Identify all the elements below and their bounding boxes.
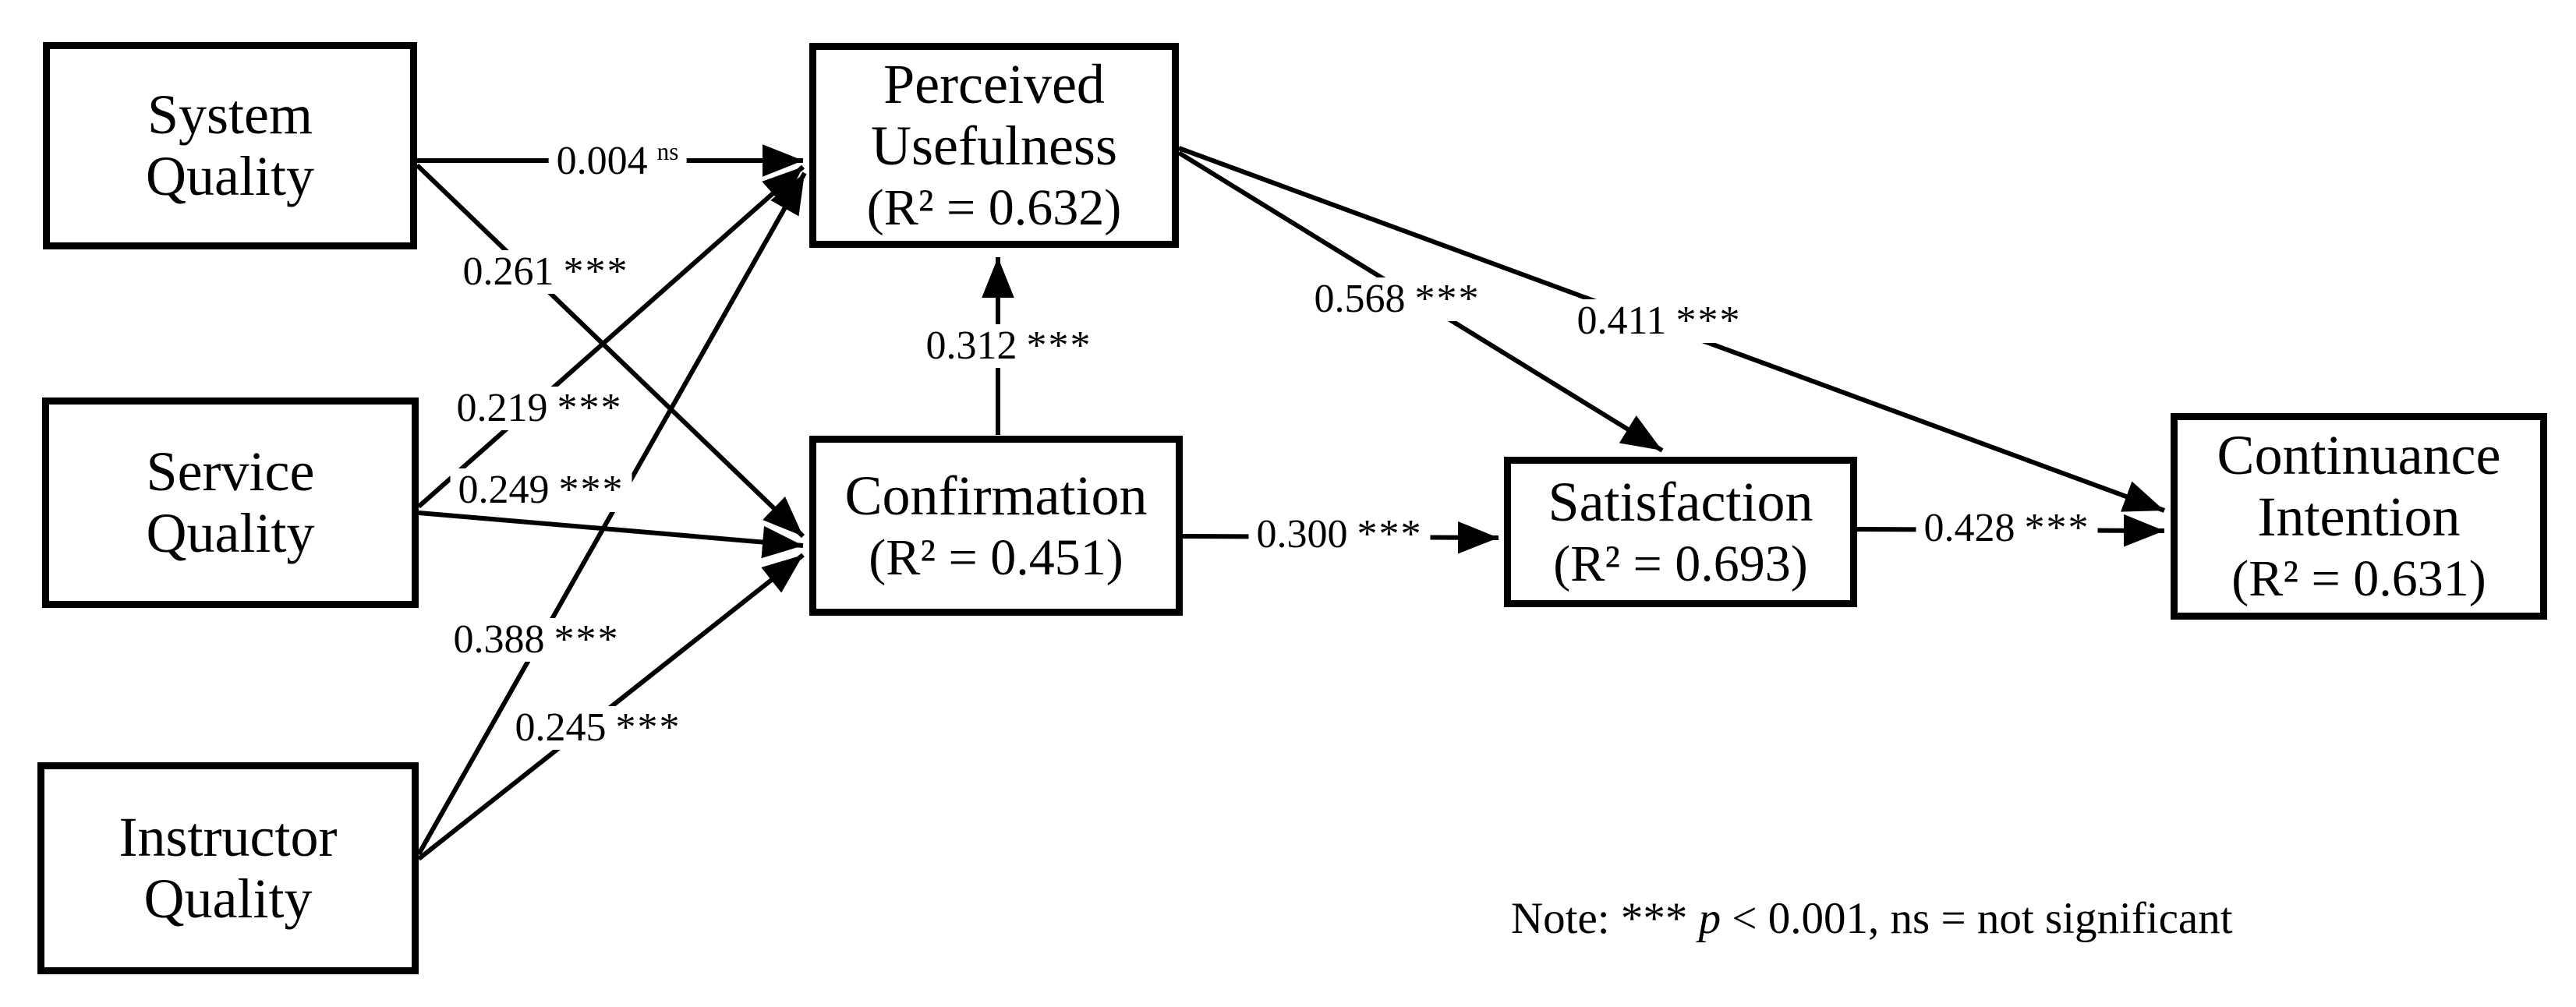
node-label: Quality	[143, 867, 313, 930]
node-system-quality: System Quality	[43, 42, 417, 249]
coefficient-value: 0.004	[556, 139, 648, 184]
node-confirmation: Confirmation (R² = 0.451)	[809, 436, 1183, 616]
node-label: Perceived	[883, 53, 1105, 116]
note-p-symbol: p	[1698, 894, 1721, 943]
edge-label-instructor-quality-to-confirmation: 0.245***	[507, 705, 689, 750]
edge-label-service-quality-to-confirmation: 0.249***	[450, 468, 632, 512]
edge-line-system-quality-to-confirmation	[415, 163, 805, 539]
significance-marker: ***	[554, 617, 620, 662]
node-label: Continuance	[2217, 424, 2501, 487]
significance-marker: ***	[1675, 299, 1742, 343]
edge-label-service-quality-to-perceived-usefulness: 0.219***	[448, 386, 631, 430]
significance-marker: ***	[615, 705, 681, 750]
node-label: Quality	[146, 502, 315, 564]
node-r2: (R² = 0.632)	[866, 179, 1122, 237]
coefficient-value: 0.261	[462, 249, 554, 294]
node-satisfaction: Satisfaction (R² = 0.693)	[1504, 457, 1857, 607]
coefficient-value: 0.249	[458, 468, 550, 512]
significance-marker: ***	[557, 386, 623, 430]
edge-label-satisfaction-to-continuance-intention: 0.428***	[1916, 507, 2098, 550]
significance-marker: ***	[1357, 512, 1423, 556]
node-service-quality: Service Quality	[42, 398, 419, 608]
node-r2: (R² = 0.693)	[1553, 535, 1808, 592]
node-r2: (R² = 0.451)	[869, 528, 1123, 586]
significance-marker: ***	[2024, 506, 2090, 550]
node-label: Intention	[2257, 486, 2461, 549]
note-suffix: < 0.001, ns = not significant	[1721, 894, 2233, 943]
edge-line-instructor-quality-to-perceived-usefulness	[416, 171, 807, 856]
significance-note: Note: *** p < 0.001, ns = not significan…	[1511, 896, 2233, 941]
node-r2: (R² = 0.631)	[2231, 550, 2486, 608]
node-label: Quality	[146, 145, 314, 207]
coefficient-value: 0.428	[1923, 506, 2015, 550]
significance-marker: ns	[656, 137, 679, 165]
edge-line-service-quality-to-confirmation	[418, 511, 804, 559]
coefficient-value: 0.568	[1314, 277, 1406, 321]
edge-label-perceived-usefulness-to-satisfaction: 0.568***	[1306, 277, 1488, 321]
coefficient-value: 0.388	[453, 617, 545, 662]
node-label: Satisfaction	[1548, 470, 1813, 533]
edge-label-system-quality-to-perceived-usefulness: 0.004 ns	[548, 137, 687, 184]
edge-line-service-quality-to-perceived-usefulness	[417, 164, 805, 509]
significance-marker: ***	[558, 468, 625, 512]
edge-label-perceived-usefulness-to-continuance-intention: 0.411***	[1569, 299, 1750, 343]
significance-marker: ***	[563, 249, 629, 294]
node-label: Instructor	[119, 805, 338, 868]
edge-label-confirmation-to-satisfaction: 0.300***	[1248, 512, 1431, 556]
edge-label-system-quality-to-confirmation: 0.261***	[455, 250, 637, 294]
node-instructor-quality: Instructor Quality	[37, 762, 419, 974]
node-label: Confirmation	[844, 464, 1148, 527]
significance-marker: ***	[1414, 277, 1481, 321]
coefficient-value: 0.219	[456, 386, 548, 430]
node-label: System	[147, 83, 313, 146]
node-label: Usefulness	[871, 115, 1117, 178]
coefficient-value: 0.411	[1576, 299, 1667, 343]
edge-label-confirmation-to-perceived-usefulness: 0.312***	[918, 324, 1100, 368]
significance-marker: ***	[1026, 323, 1092, 368]
coefficient-value: 0.312	[925, 323, 1017, 368]
node-continuance-intention: Continuance Intention (R² = 0.631)	[2171, 413, 2547, 620]
node-perceived-usefulness: Perceived Usefulness (R² = 0.632)	[809, 43, 1179, 248]
node-label: Service	[146, 440, 315, 503]
note-prefix: Note: ***	[1511, 894, 1699, 943]
coefficient-value: 0.300	[1256, 512, 1348, 556]
edge-label-instructor-quality-to-perceived-usefulness: 0.388***	[445, 617, 628, 662]
coefficient-value: 0.245	[515, 705, 607, 750]
